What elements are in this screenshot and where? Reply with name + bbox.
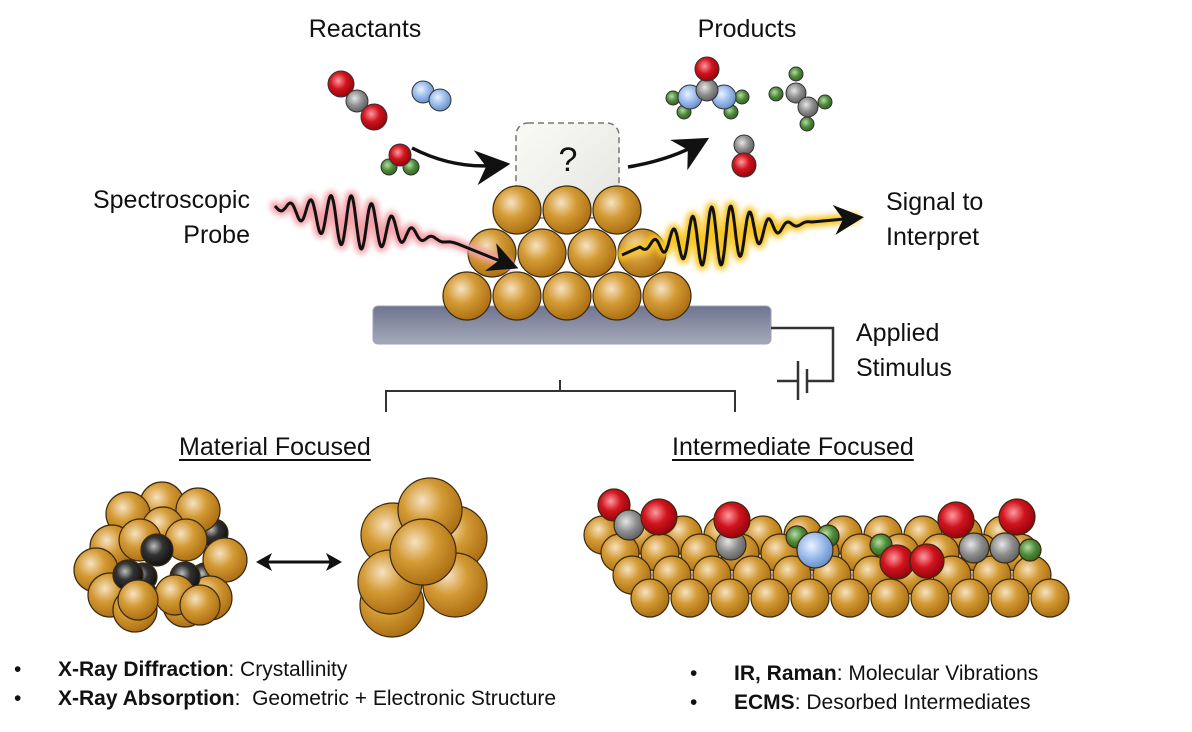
metal-atom [790, 578, 830, 618]
signal-label-line2: Interpret [886, 223, 980, 251]
reactant-n2-molecule [411, 80, 452, 112]
technique-name: X-Ray Diffraction [58, 658, 229, 681]
bullet: • [690, 691, 698, 714]
reaction-in-arrow [411, 146, 511, 186]
metal-atom [567, 228, 617, 278]
unknown-mark: ? [558, 141, 578, 179]
metal-atom [910, 578, 950, 618]
metal-atom [202, 537, 248, 583]
technique-sep: : [836, 662, 843, 685]
metal-atom [389, 518, 457, 586]
reversible-arrow-left-head [256, 553, 272, 571]
metal-atom [750, 578, 790, 618]
metal-atom [492, 185, 542, 235]
unknown-intermediate-box [515, 122, 620, 219]
technique-item: • X-Ray Absorption: Geometric + Electroni… [0, 686, 556, 712]
metal-atom [117, 579, 159, 621]
product-ethane-molecule [768, 66, 833, 132]
oxygen-atom [937, 501, 975, 539]
metal-atom [492, 271, 542, 321]
metal-atom [542, 271, 592, 321]
products-label: Products [697, 15, 797, 43]
metal-atom [950, 578, 990, 618]
signal-wave [617, 201, 864, 270]
metal-atom [710, 578, 750, 618]
metal-atom [630, 578, 670, 618]
reaction-out-arrow [627, 137, 710, 171]
metal-atom [670, 578, 710, 618]
metal-atom [542, 185, 592, 235]
probe-label-line2: Probe [183, 221, 250, 249]
oxygen-atom [998, 498, 1036, 536]
adsorbed-intermediates [597, 488, 1042, 580]
bullet: • [14, 687, 22, 710]
carbon-atom [958, 532, 990, 564]
material-focused-heading: Material Focused [179, 433, 371, 461]
product-co-molecule [731, 134, 757, 178]
technique-item: • X-Ray Diffraction: Crystallinity [0, 657, 347, 683]
reversible-arrow-right-head [326, 553, 342, 571]
technique-sep: : [228, 658, 235, 681]
product-urea-molecule [665, 56, 750, 120]
metal-atom [1030, 578, 1070, 618]
oxygen-atom [909, 543, 945, 579]
metal-atom [592, 185, 642, 235]
alloy-cluster-particle [73, 481, 248, 633]
metal-atom [642, 271, 692, 321]
metal-atom [179, 584, 221, 626]
dopant-atom [140, 533, 174, 567]
carbon-atom [613, 509, 645, 541]
reconstructed-cluster-particle [357, 477, 488, 638]
technique-desc: Geometric + Electronic Structure [240, 687, 557, 710]
metal-atom [517, 228, 567, 278]
oxygen-atom [879, 544, 915, 580]
nitrogen-atom [796, 531, 834, 569]
bullet: • [690, 662, 698, 685]
technique-desc: Molecular Vibrations [842, 662, 1039, 685]
technique-item: • IR, Raman: Molecular Vibrations [676, 661, 1038, 687]
stimulus-label-line1: Applied [856, 319, 940, 347]
carbon-atom [989, 532, 1021, 564]
signal-label-line1: Signal to [886, 188, 984, 216]
technique-item: • ECMS: Desorbed Intermediates [676, 690, 1031, 716]
metal-atom [830, 578, 870, 618]
technique-desc: Crystallinity [234, 658, 348, 681]
oxygen-atom [640, 498, 678, 536]
oxygen-atom [713, 501, 751, 539]
split-bracket [385, 380, 736, 412]
stimulus-label-line2: Stimulus [856, 354, 952, 382]
technique-sep: : [234, 687, 241, 710]
catalyst-nanoparticle-stack [442, 185, 692, 321]
reactant-co2-molecule [327, 70, 388, 131]
probe-label-line1: Spectroscopic [92, 186, 250, 214]
reactants-label: Reactants [308, 15, 422, 43]
technique-name: ECMS [734, 691, 795, 714]
reactant-h2o-molecule [380, 143, 420, 176]
intermediate-focused-heading: Intermediate Focused [672, 433, 914, 461]
technique-name: IR, Raman [734, 662, 837, 685]
metal-atom [592, 271, 642, 321]
hydrogen-atom [1018, 538, 1042, 562]
bullet: • [14, 658, 22, 681]
technique-desc: Desorbed Intermediates [800, 691, 1031, 714]
metal-atom [990, 578, 1030, 618]
spectroscopic-probe-wave [270, 190, 519, 272]
metal-atom [442, 271, 492, 321]
technique-name: X-Ray Absorption [58, 687, 235, 710]
technique-sep: : [794, 691, 801, 714]
circuit-battery-icon [771, 326, 835, 400]
metal-atom [870, 578, 910, 618]
